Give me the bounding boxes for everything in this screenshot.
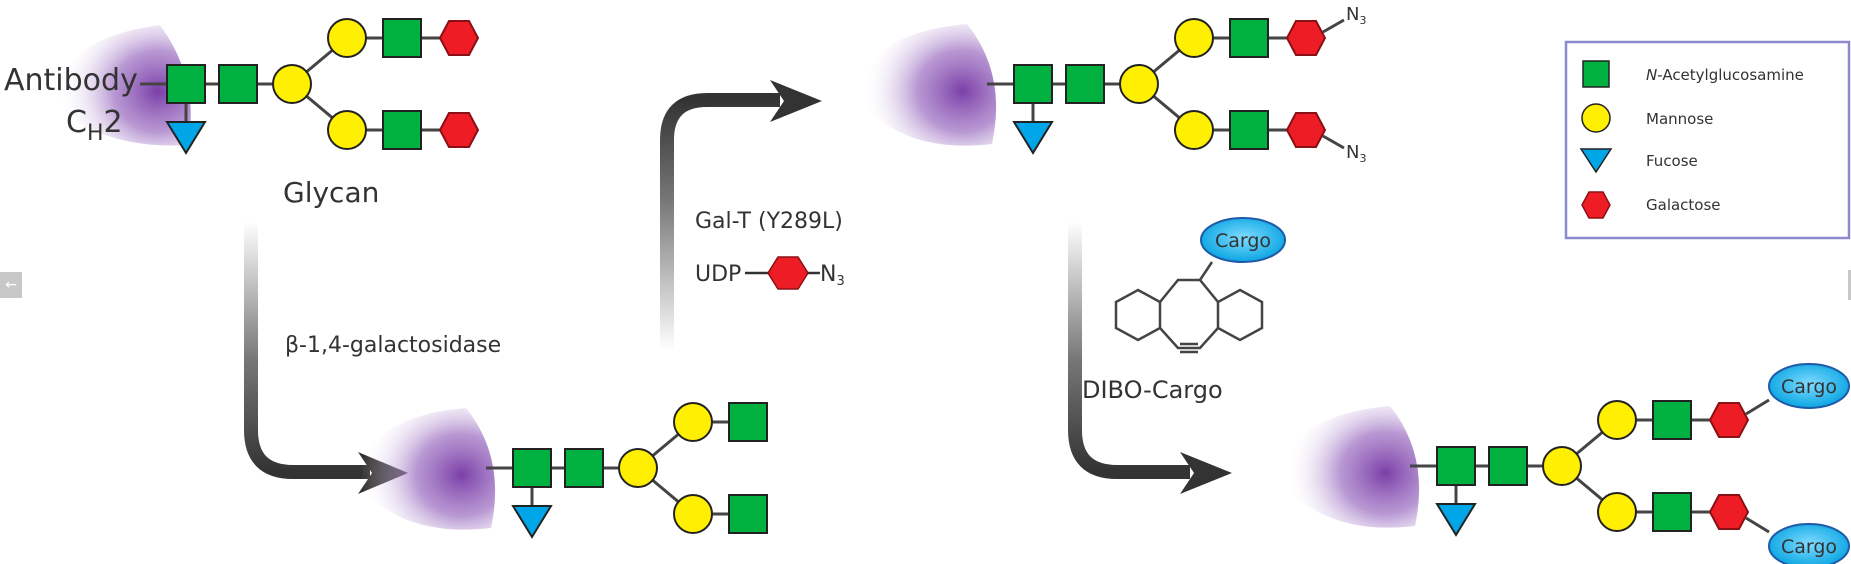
mannose-circle <box>673 402 713 442</box>
fucose-triangle <box>1012 121 1054 155</box>
azide-label-bottom: N3 <box>1346 142 1366 165</box>
step1-enzyme-label: β-1,4-galactosidase <box>285 333 501 358</box>
dibo-cargo-label: DIBO-Cargo <box>1082 376 1223 404</box>
glcnac-square <box>1488 446 1528 486</box>
udp-galnaz-reagent: UDP N3 <box>695 256 845 290</box>
fucose-triangle <box>511 505 553 539</box>
udp-azide-label: N3 <box>820 262 845 289</box>
glycosidic-bond <box>1745 398 1770 416</box>
step1-arrow-shaft <box>244 222 370 479</box>
dibo-structure <box>1114 261 1264 354</box>
glcnac-square <box>1229 110 1269 150</box>
cargo-badge-top: Cargo <box>1768 363 1850 409</box>
legend-galactose-label: Galactose <box>1646 196 1721 214</box>
legend-glcnac-label: N-Acetylglucosamine <box>1646 66 1804 84</box>
udp-galactose-hexagon <box>767 256 809 290</box>
glcnac-square <box>512 448 552 488</box>
mannose-circle <box>1542 446 1582 486</box>
mannose-circle <box>1174 110 1214 150</box>
dibo-cargo-text: Cargo <box>1215 230 1271 252</box>
cargo-ellipse <box>1768 523 1850 564</box>
legend-galactose-icon <box>1581 191 1611 219</box>
step2-arrow-head <box>770 80 822 122</box>
glcnac-square <box>166 64 206 104</box>
mannose-circle <box>327 110 367 150</box>
glcnac-square <box>1652 492 1692 532</box>
antibody-domain-shape <box>59 25 191 146</box>
udp-label: UDP <box>695 262 741 287</box>
mannose-circle <box>327 18 367 58</box>
legend-fucose-label: Fucose <box>1646 152 1698 170</box>
fucose-triangle <box>1435 503 1477 537</box>
fucose-triangle <box>165 121 207 155</box>
galactose-hexagon <box>1708 402 1750 438</box>
glycosidic-bond <box>1322 134 1345 150</box>
step3-arrow-head <box>1180 452 1232 494</box>
glcnac-square <box>1652 400 1692 440</box>
galactose-hexagon <box>1708 494 1750 530</box>
dibo-cargo-badge: Cargo <box>1200 217 1286 263</box>
legend-fucose-icon <box>1579 148 1613 174</box>
glycan-tree-native <box>140 18 480 155</box>
legend-mannose-label: Mannose <box>1646 110 1713 128</box>
glycosidic-bond <box>1745 516 1770 534</box>
glycan-tree-degalactosylated <box>360 402 768 539</box>
next-slide-button[interactable] <box>1848 270 1851 300</box>
legend-mannose-icon <box>1581 103 1611 133</box>
mannose-circle <box>618 448 658 488</box>
starting-glycan: Antibody CH2 <box>4 25 191 146</box>
galactose-hexagon <box>438 20 480 56</box>
antibody-domain-shape <box>360 408 496 530</box>
legend-box <box>1564 40 1851 240</box>
step2-arrow-shaft <box>660 93 780 350</box>
ch2-label: CH2 <box>66 105 123 146</box>
cargo-text: Cargo <box>1781 376 1837 398</box>
legend-glcnac-icon <box>1582 60 1610 88</box>
cargo-text: Cargo <box>1781 536 1837 558</box>
antibody-label: Antibody <box>4 63 138 98</box>
legend: N-Acetylglucosamine Mannose Fucose Galac… <box>1564 40 1851 240</box>
glcnac-square <box>728 494 768 534</box>
glcnac-square <box>728 402 768 442</box>
glcnac-square <box>1229 18 1269 58</box>
mannose-circle <box>272 64 312 104</box>
glcnac-square <box>218 64 258 104</box>
glycan-label: Glycan <box>283 176 379 209</box>
mannose-circle <box>1119 64 1159 104</box>
galactose-hexagon <box>1285 20 1327 56</box>
glcnac-square <box>1013 64 1053 104</box>
galactose-hexagon <box>1285 112 1327 148</box>
cargo-badge-bottom: Cargo <box>1768 523 1850 564</box>
step3-arrow-shaft <box>1068 222 1190 479</box>
previous-slide-button[interactable]: ← <box>0 272 22 298</box>
step2-enzyme-label: Gal-T (Y289L) <box>695 209 843 234</box>
mannose-circle <box>1174 18 1214 58</box>
glycosidic-bond <box>1322 18 1345 34</box>
mannose-circle <box>673 494 713 534</box>
glcnac-square <box>564 448 604 488</box>
antibody-domain-shape <box>1284 406 1420 528</box>
galactose-hexagon <box>438 112 480 148</box>
azide-label-top: N3 <box>1346 4 1366 27</box>
glcnac-square <box>1436 446 1476 486</box>
cargo-ellipse <box>1768 363 1850 409</box>
mannose-circle <box>1597 400 1637 440</box>
antibody-domain-shape <box>861 24 997 146</box>
glcnac-square <box>382 18 422 58</box>
arrow-left-icon: ← <box>5 277 17 293</box>
glcnac-square <box>1065 64 1105 104</box>
glcnac-square <box>382 110 422 150</box>
mannose-circle <box>1597 492 1637 532</box>
